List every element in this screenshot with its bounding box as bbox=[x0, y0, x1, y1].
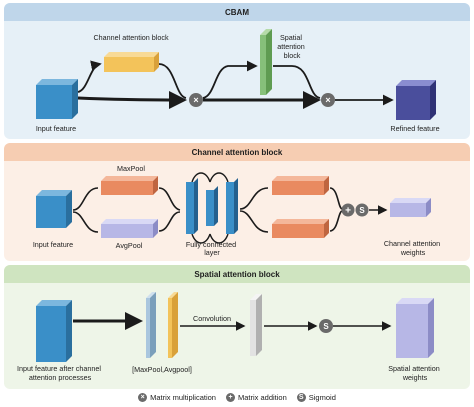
legend-sigmoid-label: Sigmoid bbox=[308, 392, 336, 402]
spatial-input-label: Input feature after channel attention pr… bbox=[17, 364, 103, 382]
pool-concat-label: [MaxPool,Avgpool] bbox=[132, 365, 192, 374]
channel-attention-header: Channel attention block bbox=[4, 143, 470, 161]
cbam-branch-up-arrow-2 bbox=[202, 60, 258, 99]
cbam-input-feature-cube bbox=[36, 79, 78, 119]
cbam-header: CBAM bbox=[4, 3, 470, 21]
spatial-conv-slab bbox=[250, 294, 262, 356]
channel-sigmoid-op: S bbox=[355, 203, 369, 217]
multiply-icon: × bbox=[138, 392, 148, 402]
channel-add-merge-arrows bbox=[329, 187, 343, 232]
cbam-spatial-attention-block bbox=[260, 29, 272, 95]
add-icon: + bbox=[225, 392, 235, 402]
cbam-channel-block-out-arrow bbox=[158, 63, 187, 99]
legend: × Matrix multiplication + Matrix additio… bbox=[0, 390, 474, 404]
cbam-refined-feature-label: Refined feature bbox=[390, 124, 439, 133]
convolution-label: Convolution bbox=[193, 314, 231, 323]
svg-text:×: × bbox=[325, 95, 330, 105]
sigmoid-icon: S bbox=[296, 392, 306, 402]
cbam-spatial-block-out-arrow bbox=[273, 65, 321, 99]
channel-merge-arrows bbox=[158, 187, 181, 232]
svg-text:S: S bbox=[359, 206, 365, 215]
channel-fc-split-arrows bbox=[239, 187, 269, 233]
cbam-branch-up-arrow bbox=[77, 60, 102, 93]
cbam-skip-arrow bbox=[77, 90, 187, 109]
spatial-input-feature-cube bbox=[36, 300, 72, 362]
avgpool-bar bbox=[101, 219, 158, 238]
channel-add-op: + bbox=[341, 203, 355, 217]
spatial-maxpool-slab bbox=[146, 292, 156, 358]
legend-multiplication-label: Matrix multiplication bbox=[150, 392, 216, 402]
channel-split-arrows bbox=[72, 187, 99, 233]
legend-addition-label: Matrix addition bbox=[237, 392, 287, 402]
cbam-channel-attention-block-label: Channel attention block bbox=[93, 33, 169, 42]
legend-addition: + Matrix addition bbox=[225, 392, 287, 402]
fc-output-bar-top bbox=[272, 176, 329, 195]
cbam-channel-attention-block bbox=[104, 52, 159, 72]
cbam-spatial-attention-block-label: Spatial attention block bbox=[277, 33, 307, 60]
channel-input-feature-cube bbox=[36, 190, 72, 228]
cbam-multiply-op-2: × bbox=[321, 93, 335, 107]
legend-multiplication: × Matrix multiplication bbox=[138, 392, 216, 402]
svg-text:×: × bbox=[193, 95, 198, 105]
channel-attention-weights-label: Channel attention weights bbox=[384, 239, 442, 257]
spatial-avgpool-slab bbox=[168, 292, 178, 358]
avgpool-label: AvgPool bbox=[116, 241, 143, 250]
fully-connected-layer bbox=[186, 172, 238, 244]
spatial-attention-weights-cube bbox=[396, 298, 434, 358]
spatial-attention-header: Spatial attention block bbox=[4, 265, 470, 283]
spatial-attention-weights-label: Spatial attention weights bbox=[388, 364, 442, 382]
svg-text:S: S bbox=[323, 322, 329, 331]
cbam-refined-feature-cube bbox=[396, 80, 436, 120]
maxpool-bar bbox=[101, 176, 158, 195]
channel-attention-weights-bar bbox=[390, 198, 431, 217]
maxpool-label: MaxPool bbox=[117, 164, 145, 173]
cbam-input-feature-label: Input feature bbox=[36, 124, 76, 133]
channel-input-feature-label: Input feature bbox=[33, 240, 73, 249]
spatial-sigmoid-op: S bbox=[319, 319, 333, 333]
fully-connected-label: Fully connected layer bbox=[186, 240, 238, 257]
fc-output-bar-bottom bbox=[272, 219, 329, 238]
cbam-panel: CBAM bbox=[4, 3, 470, 139]
cbam-multiply-op-1: × bbox=[189, 93, 203, 107]
svg-text:+: + bbox=[345, 206, 351, 217]
legend-sigmoid: S Sigmoid bbox=[296, 392, 336, 402]
